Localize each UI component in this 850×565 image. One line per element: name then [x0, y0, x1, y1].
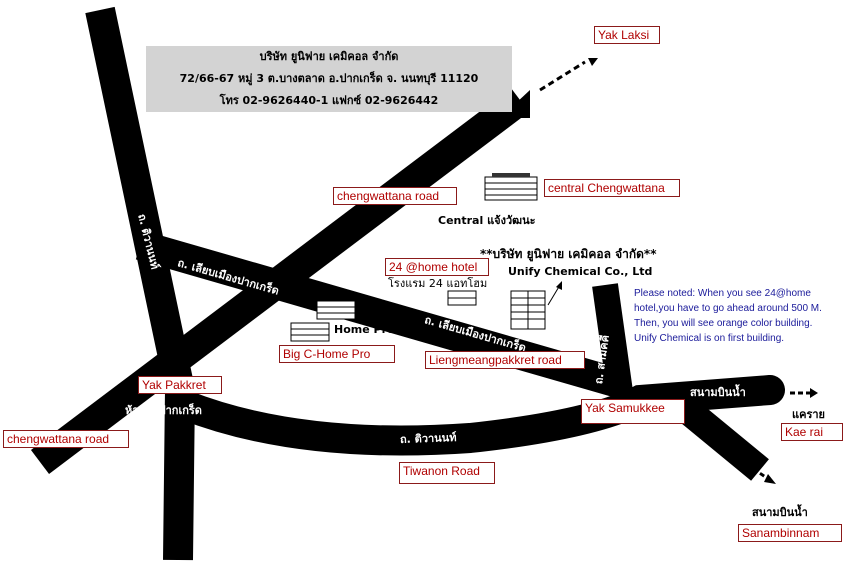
label-yak-pakkret: Yak Pakkret — [138, 376, 222, 394]
label-kae-rai: Kae rai — [781, 423, 843, 441]
label-yak-pakkret-th: ห้าแยกปากเกร็ด — [125, 404, 202, 417]
label-hotel-th: โรงแรม 24 แอทโฮม — [388, 277, 488, 290]
building-hotel-icon — [447, 290, 477, 306]
label-central: central Chengwattana — [544, 179, 680, 197]
building-unify-chemical-icon — [510, 290, 546, 330]
label-kae-rai-th: แคราย — [792, 408, 825, 421]
directions-note: Please noted: When you see 24@home hotel… — [634, 286, 822, 346]
label-yak-laksi: Yak Laksi — [594, 26, 660, 44]
note-line: Then, you will see orange color building… — [634, 318, 813, 329]
label-chengwattana-road-bottom: chengwattana road — [3, 430, 129, 448]
road-samakkhi — [592, 283, 633, 394]
label-company-th: **บริษัท ยูนิฟาย เคมิคอล จำกัด** — [480, 247, 657, 261]
direction-arrow-sanambinnam — [739, 458, 771, 482]
building-home-pro-icon — [316, 300, 356, 320]
company-phone: โทร 02-9626440-1 แฟกซ์ 02-9626442 — [219, 94, 439, 107]
note-line: Please noted: When you see 24@home — [634, 288, 811, 299]
road-sanambinnam — [666, 389, 769, 481]
building-central-icon — [484, 173, 538, 201]
building-bigc-icon — [290, 322, 330, 342]
label-tiwanon-road: Tiwanon Road — [399, 462, 495, 484]
label-company-en: Unify Chemical Co., Ltd — [508, 265, 653, 278]
road-label-tiwanon-south: ถ. ติวานนท์ — [399, 431, 457, 446]
label-hotel: 24 @home hotel — [385, 258, 489, 276]
company-name: บริษัท ยูนิฟาย เคมิคอล จำกัด — [259, 50, 399, 63]
label-bigc: Big C-Home Pro — [279, 345, 395, 363]
label-home-pro: Home Pro — [334, 323, 395, 336]
label-sanambinnam-th: สนามบินน้ำ — [752, 506, 808, 519]
direction-arrow-laksi — [539, 60, 586, 92]
label-liengmeang: Liengmeangpakkret road — [425, 351, 585, 369]
label-central-th: Central แจ้งวัฒนะ — [438, 214, 536, 227]
label-yak-samukkee: Yak Samukkee — [581, 399, 685, 424]
company-address-box: บริษัท ยูนิฟาย เคมิคอล จำกัด 72/66-67 หม… — [146, 46, 512, 112]
label-sanambinnam: Sanambinnam — [738, 524, 842, 542]
label-chengwattana-road-top: chengwattana road — [333, 187, 457, 205]
pointer-line — [547, 284, 561, 306]
note-line: Unify Chemical is on first building. — [634, 333, 785, 344]
company-address: 72/66-67 หมู่ 3 ต.บางตลาด อ.ปากเกร็ด จ. … — [179, 72, 479, 85]
note-line: hotel,you have to go ahead around 500 M. — [634, 303, 822, 314]
road-label-sanambinnam: สนามบินน้ำ — [690, 386, 746, 399]
